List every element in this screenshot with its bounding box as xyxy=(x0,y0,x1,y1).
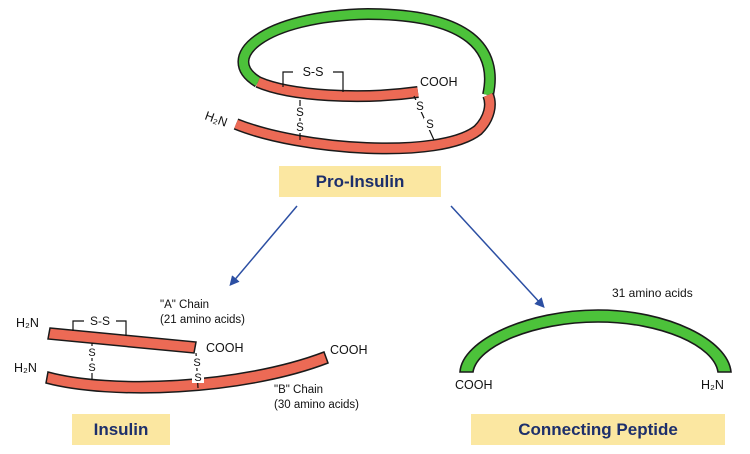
connecting-peptide-label: Connecting Peptide xyxy=(471,414,725,445)
insulin-b-h2n-label: H₂N xyxy=(14,361,37,375)
insulin-a-cooh-label: COOH xyxy=(206,341,244,355)
proinsulin-ss-label: S-S xyxy=(303,65,324,79)
proinsulin-cooh-label: COOH xyxy=(420,75,458,89)
proinsulin-s-right-2: S xyxy=(426,119,434,131)
insulin-s-right-2: S xyxy=(194,372,201,384)
insulin-a-h2n-label: H₂N xyxy=(16,316,39,330)
insulin-label: Insulin xyxy=(72,414,170,445)
insulin-s-right-1: S xyxy=(193,357,200,369)
proinsulin-h2n-label: H₂N xyxy=(203,109,229,130)
proinsulin-s-right-1: S xyxy=(416,101,424,113)
insulin-b-cooh-label: COOH xyxy=(330,343,368,357)
peptide-cooh-label: COOH xyxy=(455,378,493,392)
peptide-h2n-label: H₂N xyxy=(701,378,724,392)
insulin-a-chain xyxy=(47,327,197,354)
arrow-to-insulin xyxy=(229,205,298,287)
insulin-s-left-1: S xyxy=(88,347,95,359)
insulin-s-left-2: S xyxy=(88,362,95,374)
a-chain-label: "A" Chain xyxy=(160,299,209,311)
a-chain-count: (21 amino acids) xyxy=(160,314,245,326)
proinsulin-s-left-2: S xyxy=(296,122,304,134)
insulin-ss-label: S-S xyxy=(90,314,110,328)
proinsulin-s-left-1: S xyxy=(296,107,304,119)
proinsulin-label: Pro-Insulin xyxy=(279,166,441,197)
connecting-peptide-arc xyxy=(459,309,732,373)
arrow-to-connecting-peptide xyxy=(450,205,545,308)
insulin-b-chain xyxy=(45,351,329,394)
peptide-count-label: 31 amino acids xyxy=(612,286,693,300)
b-chain-count: (30 amino acids) xyxy=(274,399,359,411)
b-chain-label: "B" Chain xyxy=(274,384,323,396)
